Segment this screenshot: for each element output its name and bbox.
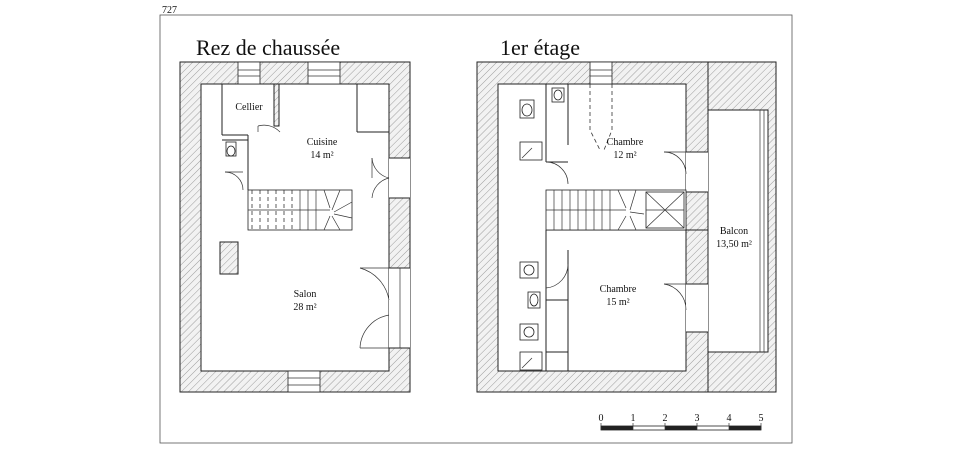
scale-tick-4: 4 bbox=[727, 413, 732, 424]
gf-room-cuisine-name: Cuisine bbox=[307, 137, 338, 148]
ground-floor-plan: Rez de chaussée bbox=[179, 35, 411, 393]
ff-duct-outline bbox=[589, 84, 613, 151]
scale-tick-2: 2 bbox=[663, 413, 668, 424]
scale-bar: 0 1 2 3 4 5 bbox=[599, 413, 764, 431]
ff-window-top bbox=[589, 61, 613, 85]
ff-room-balcon-area: 13,50 m² bbox=[716, 239, 752, 250]
gf-room-salon-area: 28 m² bbox=[293, 302, 316, 313]
gf-window-top-right bbox=[307, 61, 341, 85]
gf-room-cellier-name: Cellier bbox=[235, 102, 263, 113]
ff-balcony-walls bbox=[707, 61, 777, 393]
ff-room-chambre1-name: Chambre bbox=[607, 137, 644, 148]
scale-tick-5: 5 bbox=[759, 413, 764, 424]
first-floor-plan: 1er étage bbox=[476, 35, 777, 393]
page-number: 727 bbox=[162, 5, 177, 16]
scale-tick-3: 3 bbox=[695, 413, 700, 424]
gf-room-salon-name: Salon bbox=[294, 289, 317, 300]
gf-partitions bbox=[219, 83, 389, 275]
ground-floor-title: Rez de chaussée bbox=[196, 35, 340, 60]
gf-door-swings bbox=[224, 124, 390, 349]
ff-room-chambre2-name: Chambre bbox=[600, 284, 637, 295]
ff-room-chambre2-area: 15 m² bbox=[606, 297, 629, 308]
gf-room-cuisine-area: 14 m² bbox=[310, 150, 333, 161]
gf-staircase bbox=[247, 189, 353, 231]
ff-bathroom-fixtures bbox=[519, 87, 565, 371]
scale-tick-1: 1 bbox=[631, 413, 636, 424]
gf-window-bottom bbox=[287, 370, 321, 393]
page-frame bbox=[159, 14, 793, 444]
gf-window-top-left bbox=[237, 61, 261, 85]
ff-staircase bbox=[545, 189, 687, 231]
first-floor-title: 1er étage bbox=[500, 35, 580, 60]
scale-tick-0: 0 bbox=[599, 413, 604, 424]
ff-room-balcon-name: Balcon bbox=[720, 226, 748, 237]
ff-room-chambre1-area: 12 m² bbox=[613, 150, 636, 161]
